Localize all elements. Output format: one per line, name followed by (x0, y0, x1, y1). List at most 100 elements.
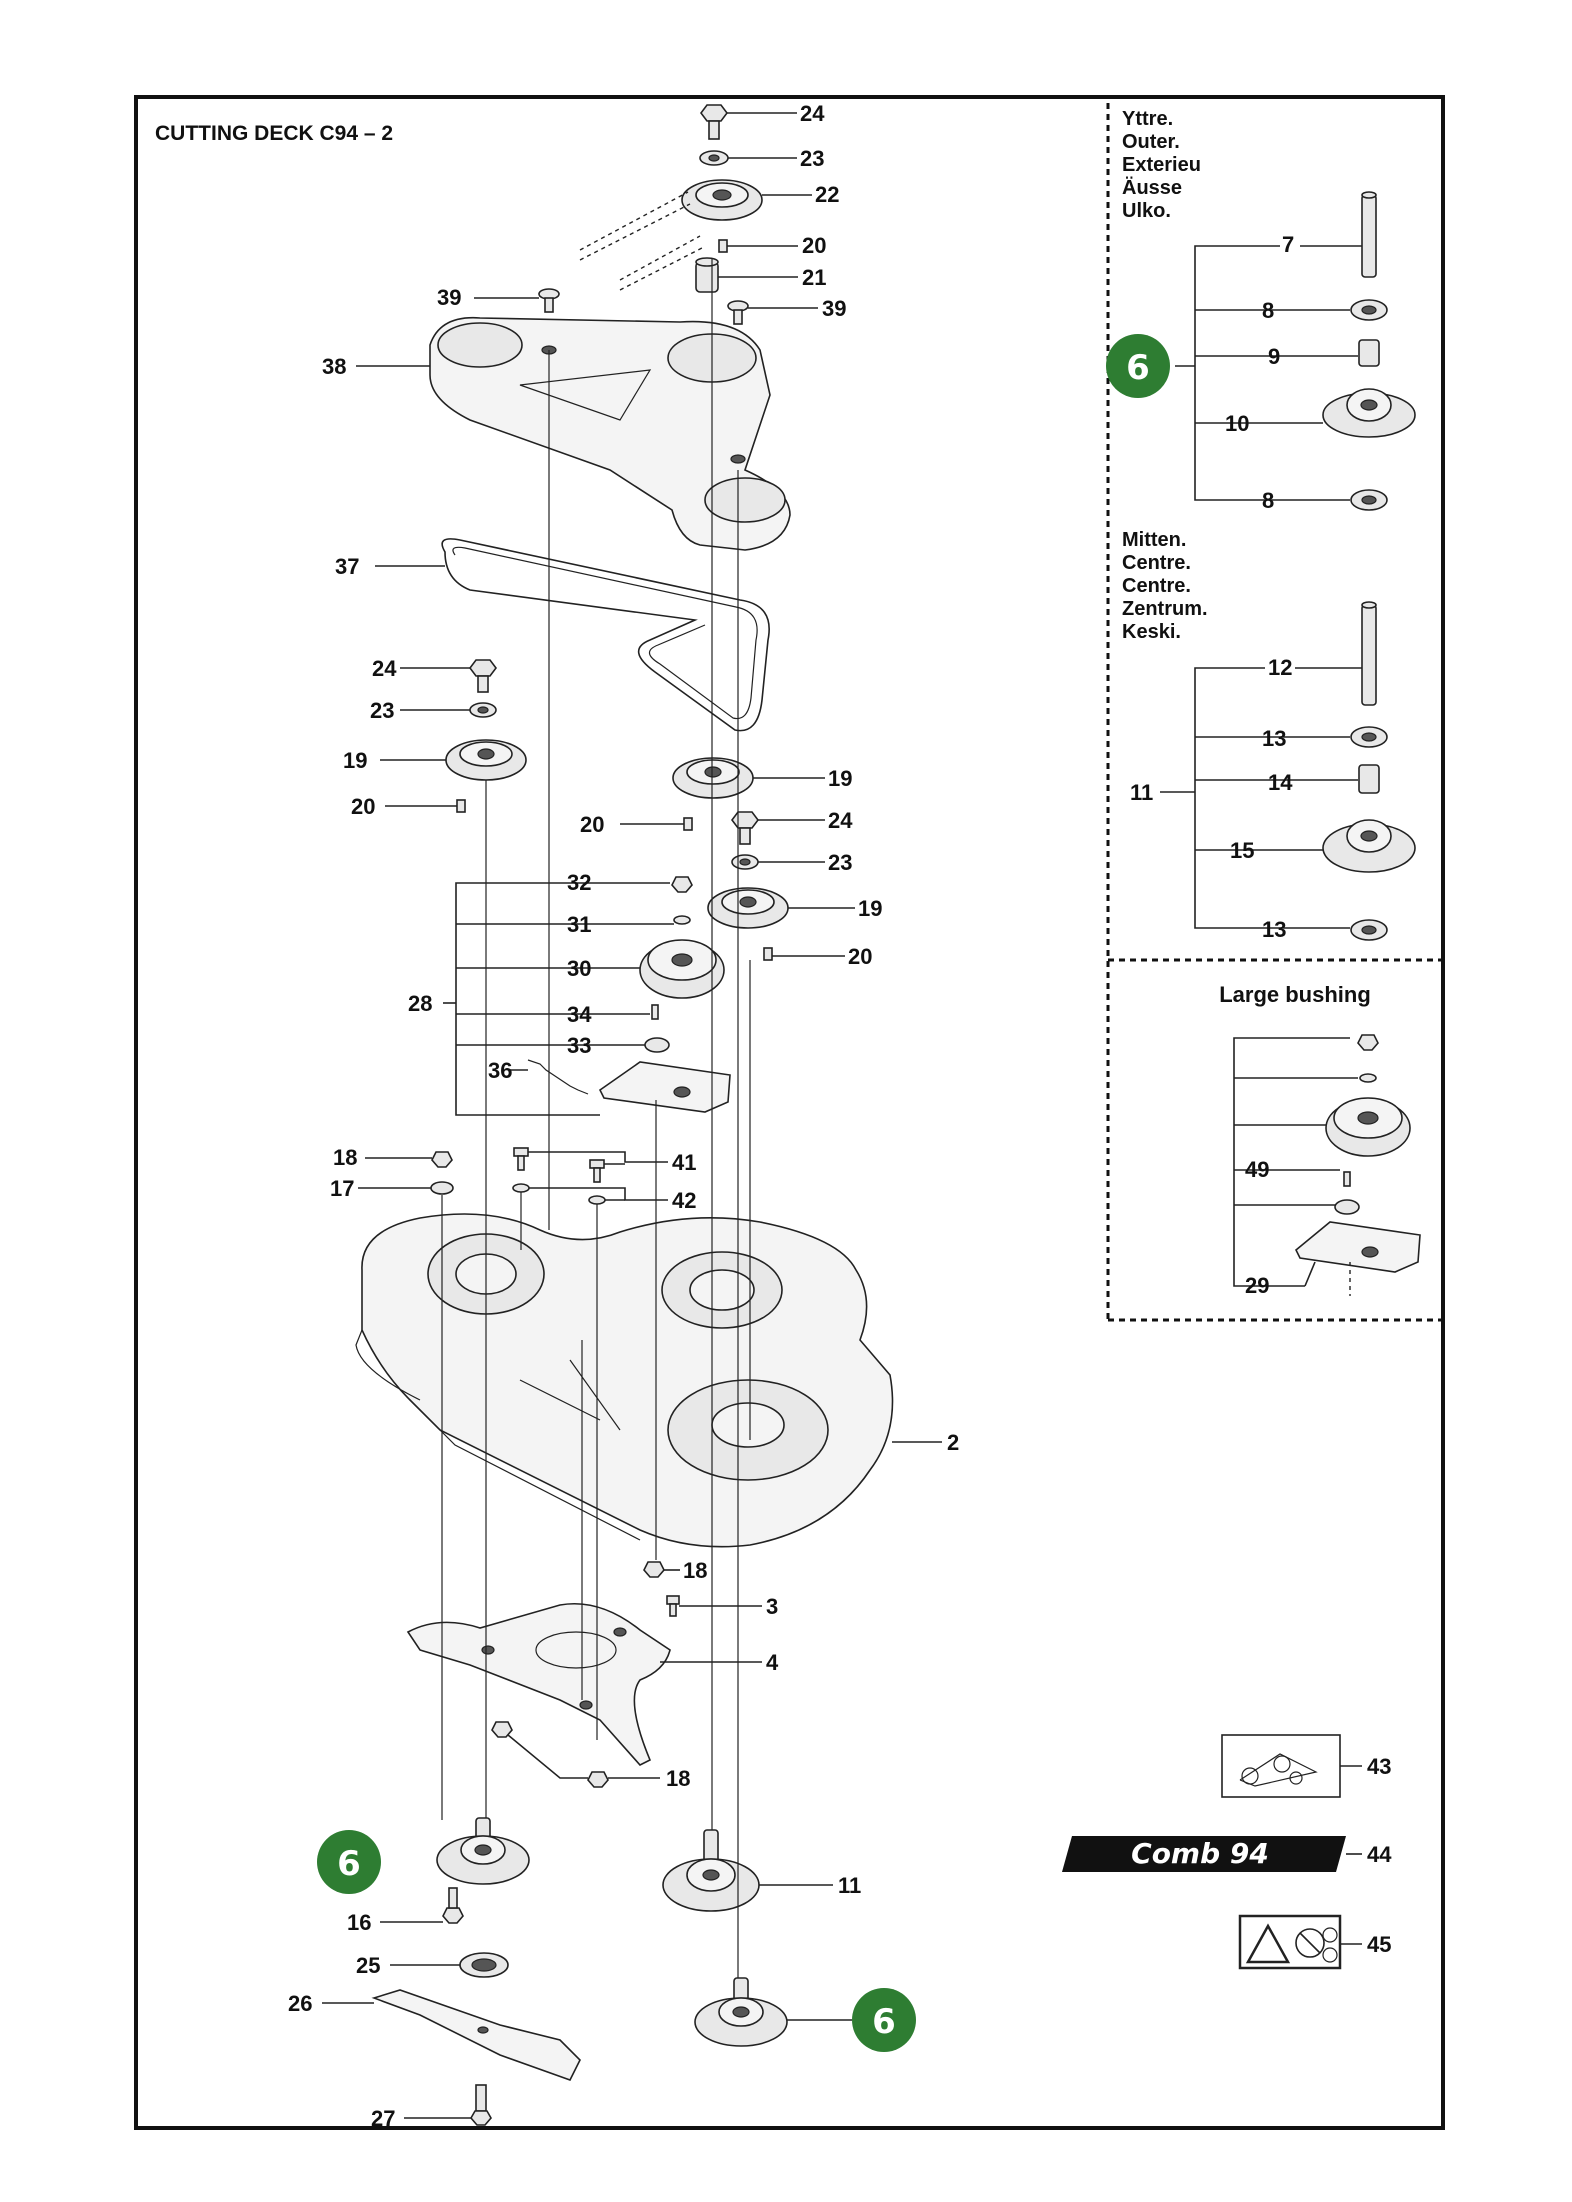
callout-37: 37 (335, 554, 359, 579)
callout-39-left: 39 (437, 285, 461, 310)
callout-33: 33 (567, 1033, 591, 1058)
bolt-49 (1343, 1171, 1351, 1187)
callout-19-right: 19 (858, 896, 882, 921)
callout-18-top: 18 (333, 1145, 357, 1170)
spacer-14 (1358, 764, 1380, 794)
belt-cover-38 (356, 316, 791, 551)
callout-8-bottom: 8 (1262, 488, 1274, 513)
callout-45: 45 (1367, 1932, 1391, 1957)
bolts-39 (474, 288, 818, 325)
callout-10: 10 (1225, 411, 1249, 436)
callout-13-bottom: 13 (1262, 917, 1286, 942)
ref-marker-6-right-text: 6 (872, 2002, 896, 2042)
callout-16: 16 (347, 1910, 371, 1935)
outer-lang-2: Outer. (1122, 131, 1180, 153)
panel-centre-labels: Mitten. Centre. Centre. Zentrum. Keski. (1122, 529, 1208, 643)
callout-8-top: 8 (1262, 298, 1274, 323)
tensioner-assembly-28 (443, 876, 731, 1116)
callout-26: 26 (288, 1991, 312, 2016)
large-bushing-title: Large bushing (1219, 982, 1371, 1007)
callout-21: 21 (802, 265, 826, 290)
centre-lang-2: Centre. (1122, 552, 1191, 574)
bracket-4 (406, 1602, 762, 1788)
callout-23-right: 23 (828, 850, 852, 875)
callout-18-bottom: 18 (666, 1766, 690, 1791)
callout-18-mid: 18 (683, 1558, 707, 1583)
alignment-lines (441, 258, 751, 1978)
callout-20-top: 20 (802, 233, 826, 258)
callout-4: 4 (766, 1650, 779, 1675)
spindle-shaft-7 (1361, 194, 1377, 278)
callout-11-panel: 11 (1130, 780, 1153, 805)
callout-13-top: 13 (1262, 726, 1286, 751)
outer-lang-3: Exterieu (1122, 154, 1201, 176)
ref-marker-6-left (317, 1830, 381, 1894)
centre-lang-1: Mitten. (1122, 529, 1186, 551)
page-title: CUTTING DECK C94 – 2 (155, 122, 393, 145)
outer-lang-1: Yttre. (1122, 108, 1173, 130)
callout-34: 34 (567, 1002, 592, 1027)
top-pulley-stack (579, 104, 812, 293)
decal-43 (1221, 1734, 1362, 1798)
callout-19-mid: 19 (828, 766, 852, 791)
callout-42: 42 (672, 1188, 696, 1213)
right-idler-stacks (620, 757, 855, 961)
deck-lower-fasteners (643, 1561, 762, 1617)
callout-43: 43 (1367, 1754, 1391, 1779)
callout-39-right: 39 (822, 296, 846, 321)
spindle-shaft-12 (1361, 604, 1377, 706)
callout-17: 17 (330, 1176, 354, 1201)
callout-20-left: 20 (351, 794, 375, 819)
callout-30: 30 (567, 956, 591, 981)
ref-marker-6-left-text: 6 (337, 1844, 361, 1884)
right-spindle-6 (694, 1977, 852, 2047)
callout-20-mid: 20 (580, 812, 604, 837)
callout-28: 28 (408, 991, 432, 1016)
outer-lang-4: Äusse (1122, 176, 1182, 199)
ref-marker-6-outer (1106, 334, 1170, 398)
callout-9: 9 (1268, 344, 1280, 369)
left-idler-stack (380, 659, 527, 813)
callout-3: 3 (766, 1594, 778, 1619)
drawing-frame (134, 95, 1445, 2130)
callout-12: 12 (1268, 655, 1292, 680)
callout-38: 38 (322, 354, 346, 379)
centre-spindle-11 (662, 1829, 833, 1912)
callout-24-left: 24 (372, 656, 397, 681)
left-spindle-blade-assembly (322, 1817, 581, 2126)
callout-27: 27 (371, 2106, 395, 2131)
cutting-deck-2 (355, 1213, 942, 1548)
callout-29: 29 (1245, 1273, 1269, 1298)
decal-44-text: Comb 94 (1131, 1837, 1269, 1870)
callout-19-left: 19 (343, 748, 367, 773)
callout-23-left: 23 (370, 698, 394, 723)
callout-23-top: 23 (800, 146, 824, 171)
drive-belt-37 (375, 538, 770, 732)
spacer-9 (1358, 339, 1380, 367)
outer-spindle-assembly (1175, 191, 1416, 511)
callout-2: 2 (947, 1430, 959, 1455)
ref-marker-6-right (852, 1988, 916, 2052)
callout-24-right: 24 (828, 808, 853, 833)
centre-lang-5: Keski. (1122, 621, 1181, 643)
callout-32: 32 (567, 870, 591, 895)
callout-25: 25 (356, 1953, 380, 1978)
deck-fasteners (358, 1147, 668, 1205)
callout-49: 49 (1245, 1157, 1269, 1182)
callout-14: 14 (1268, 770, 1293, 795)
ref-marker-6-outer-text: 6 (1126, 348, 1150, 388)
callout-41: 41 (672, 1150, 696, 1175)
callout-22: 22 (815, 182, 839, 207)
callout-36: 36 (488, 1058, 512, 1083)
outer-lang-5: Ulko. (1122, 200, 1171, 222)
callout-7: 7 (1282, 232, 1294, 257)
centre-lang-3: Centre. (1122, 575, 1191, 597)
large-bushing-assembly (1233, 1034, 1421, 1296)
callout-24-top: 24 (800, 101, 825, 126)
panel-outer-labels: Yttre. Outer. Exterieu Äusse Ulko. (1122, 108, 1201, 222)
callout-15: 15 (1230, 838, 1254, 863)
blade-26 (371, 1989, 581, 2081)
idler-arm-29 (1294, 1221, 1421, 1273)
callout-20-right: 20 (848, 944, 872, 969)
